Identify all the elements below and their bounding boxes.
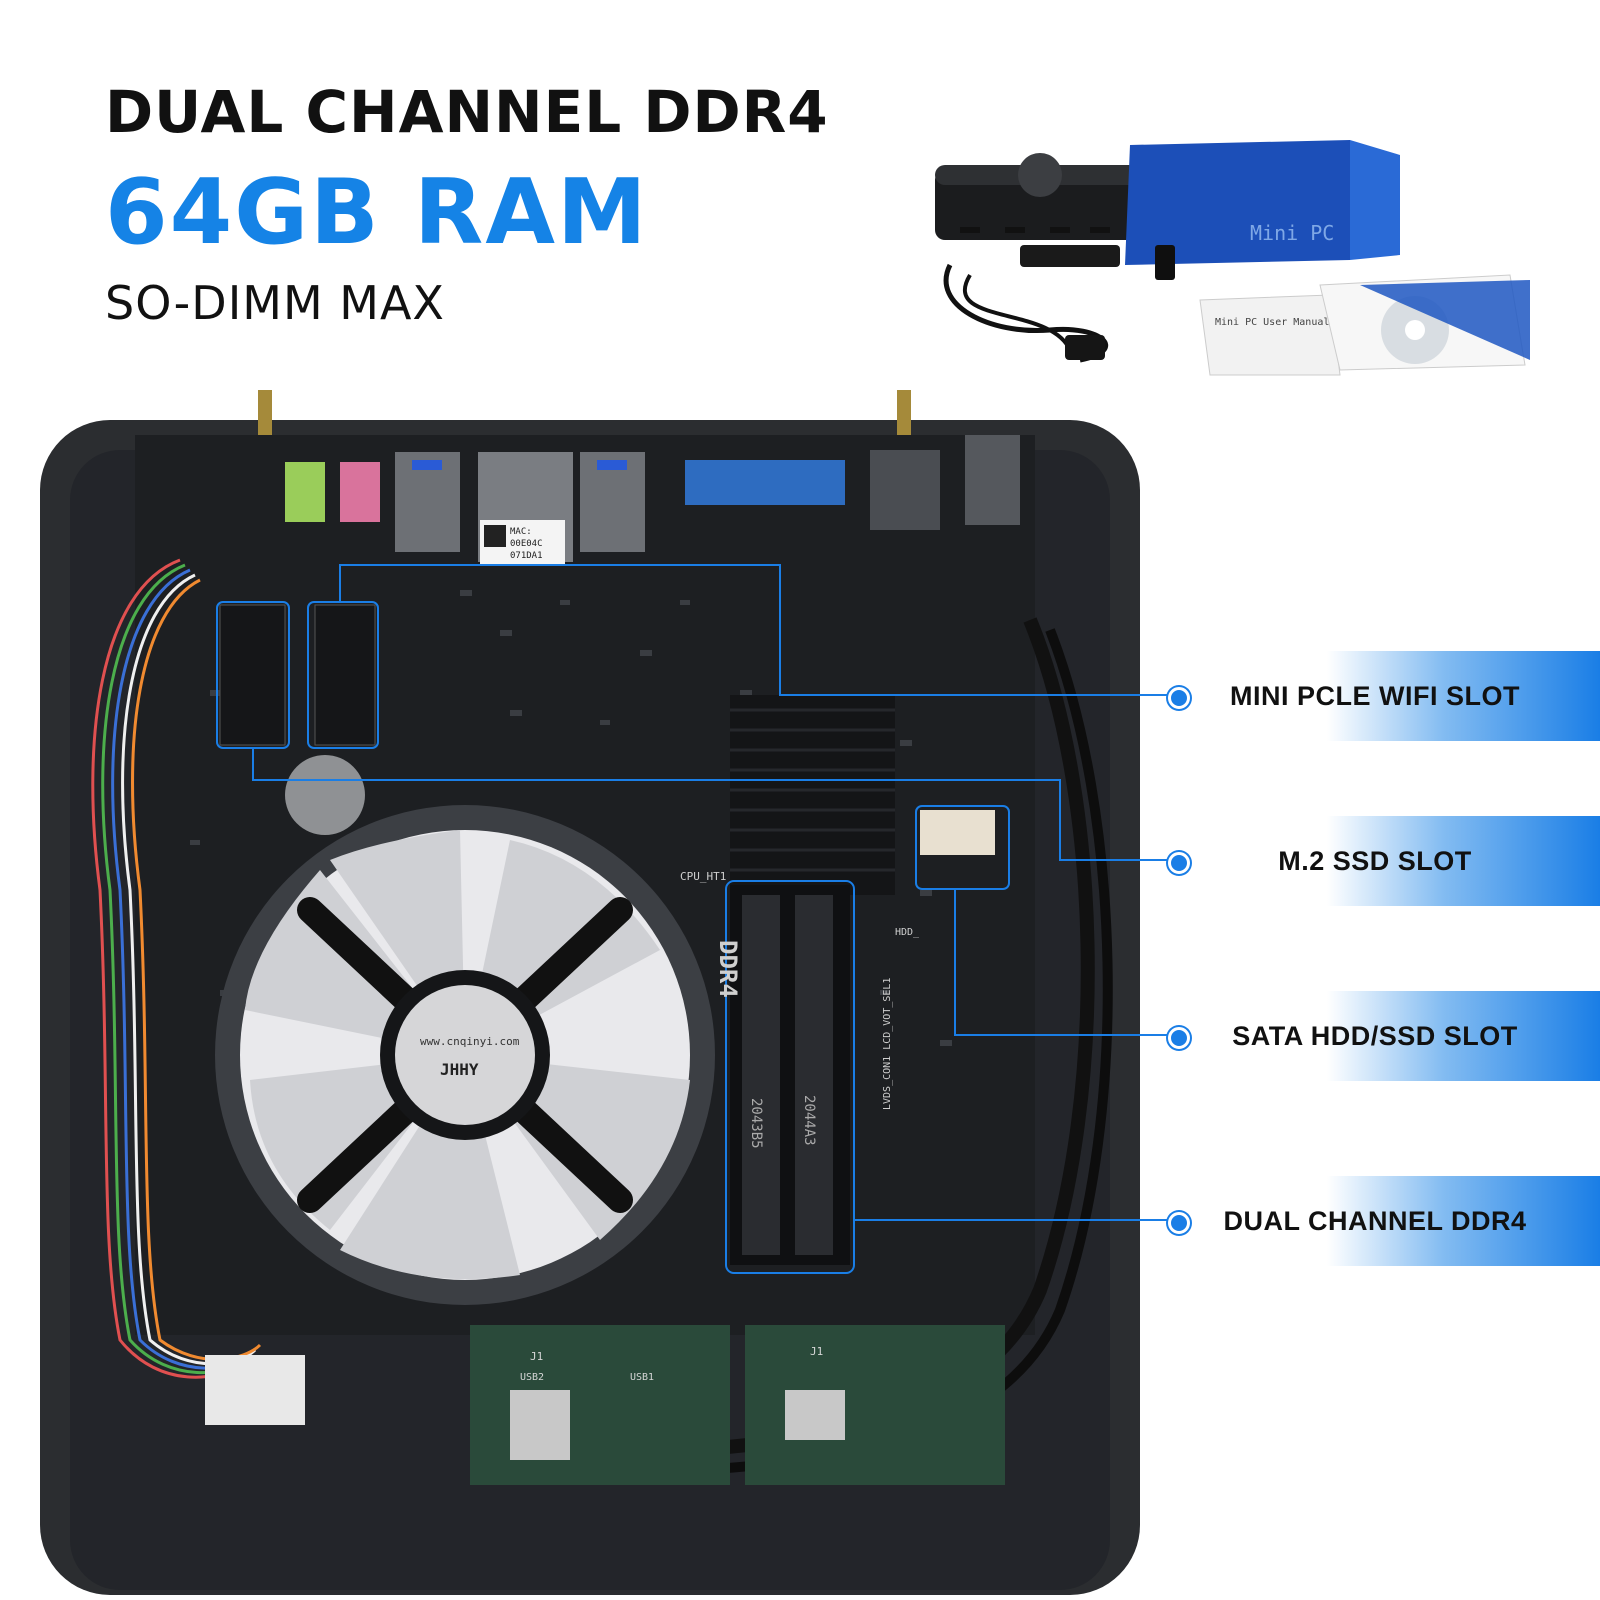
headline-dual-channel: DUAL CHANNEL DDR4 <box>105 78 829 146</box>
callout-label-m2: M.2 SSD SLOT <box>1278 845 1472 876</box>
lvds-silk: LVDS_CON1 LCD_VOT_SEL1 <box>882 978 893 1110</box>
callout-dual-channel-ddr4: DUAL CHANNEL DDR4 <box>1210 1176 1600 1266</box>
mac-value-2: 071DA1 <box>510 551 543 561</box>
audio-jack-pink <box>340 462 380 522</box>
callout-label-sata: SATA HDD/SSD SLOT <box>1232 1020 1518 1051</box>
usb2-label: USB2 <box>520 1372 544 1383</box>
sata-connector <box>920 810 995 855</box>
motherboard-photo: MAC: 00E04C 071DA1 HDD_ 2043B5 2044A3 LV… <box>40 390 1170 1595</box>
fan-url: www.cnqinyi.com <box>420 1035 520 1048</box>
callout-label-ddr4: DUAL CHANNEL DDR4 <box>1223 1205 1527 1236</box>
callout-label-wifi: MINI PCLE WIFI SLOT <box>1230 680 1520 711</box>
dc-port <box>965 435 1020 525</box>
product-package-image: Mini PC Mini PC User Manual <box>935 140 1530 376</box>
mac-label: MAC: <box>510 527 532 537</box>
headline-so-dimm-max: SO-DIMM MAX <box>105 276 445 330</box>
ram-label-2: 2044A3 <box>801 1095 817 1146</box>
ram-label-1: 2043B5 <box>748 1098 764 1149</box>
ddr4-silk: DDR4 <box>714 940 742 998</box>
usb-daughterboard-2 <box>745 1325 1005 1485</box>
manual-text: Mini PC User Manual <box>1215 317 1329 328</box>
j1-label-1: J1 <box>530 1350 543 1363</box>
callout-sata-slot: SATA HDD/SSD SLOT <box>1210 991 1600 1081</box>
chipset-heatsink <box>730 695 895 895</box>
com-port <box>685 460 845 505</box>
j1-label-2: J1 <box>810 1345 823 1358</box>
callout-dot-ddr4 <box>1168 1212 1190 1234</box>
usb1-label: USB1 <box>630 1372 654 1383</box>
callout-dot-m2 <box>1168 852 1190 874</box>
audio-jack-green <box>285 462 325 522</box>
cpu-silk: CPU_HT1 <box>680 870 726 883</box>
fan-brand: JHHY <box>440 1060 479 1079</box>
callout-dot-sata <box>1168 1027 1190 1049</box>
hdmi-port <box>870 450 940 530</box>
callout-dot-wifi <box>1168 687 1190 709</box>
callout-m2-ssd-slot: M.2 SSD SLOT <box>1210 816 1600 906</box>
callout-mini-pcie-wifi-slot: MINI PCLE WIFI SLOT <box>1210 651 1600 741</box>
headline-64gb-ram: 64GB RAM <box>105 160 649 265</box>
usb-daughterboard-1 <box>470 1325 730 1485</box>
hdd-silk: HDD_ <box>895 927 920 938</box>
mac-value-1: 00E04C <box>510 539 543 549</box>
box-text: Mini PC <box>1250 221 1334 245</box>
